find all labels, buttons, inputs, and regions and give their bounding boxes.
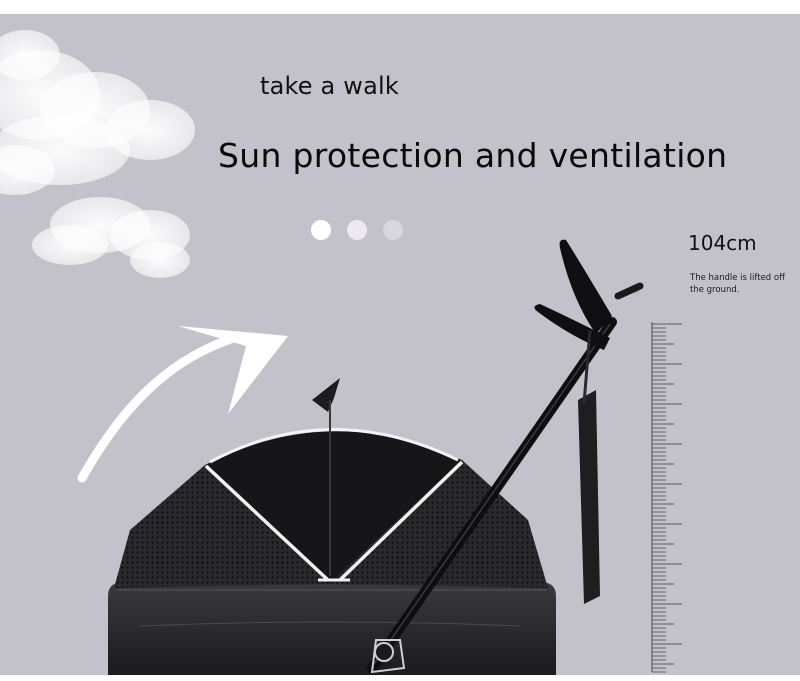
carousel-dot-1[interactable] bbox=[311, 220, 331, 240]
curved-arrow-icon bbox=[77, 326, 288, 483]
height-measurement: 104cm bbox=[688, 231, 757, 255]
height-note: The handle is lifted off the ground. bbox=[690, 273, 785, 295]
cloud-icon bbox=[32, 197, 190, 278]
page-title: Sun protection and ventilation bbox=[218, 136, 728, 175]
cloud-icon bbox=[0, 30, 195, 195]
stroller-canopy bbox=[114, 378, 548, 588]
carousel-dot-2[interactable] bbox=[347, 220, 367, 240]
stroller-handle bbox=[367, 239, 644, 674]
ruler-icon bbox=[651, 322, 682, 673]
stroller-base bbox=[108, 582, 556, 681]
top-border bbox=[0, 0, 800, 14]
bottom-border bbox=[0, 675, 800, 681]
carousel-dot-3[interactable] bbox=[383, 220, 403, 240]
carousel-indicator bbox=[311, 220, 403, 240]
subtitle: take a walk bbox=[260, 72, 399, 100]
